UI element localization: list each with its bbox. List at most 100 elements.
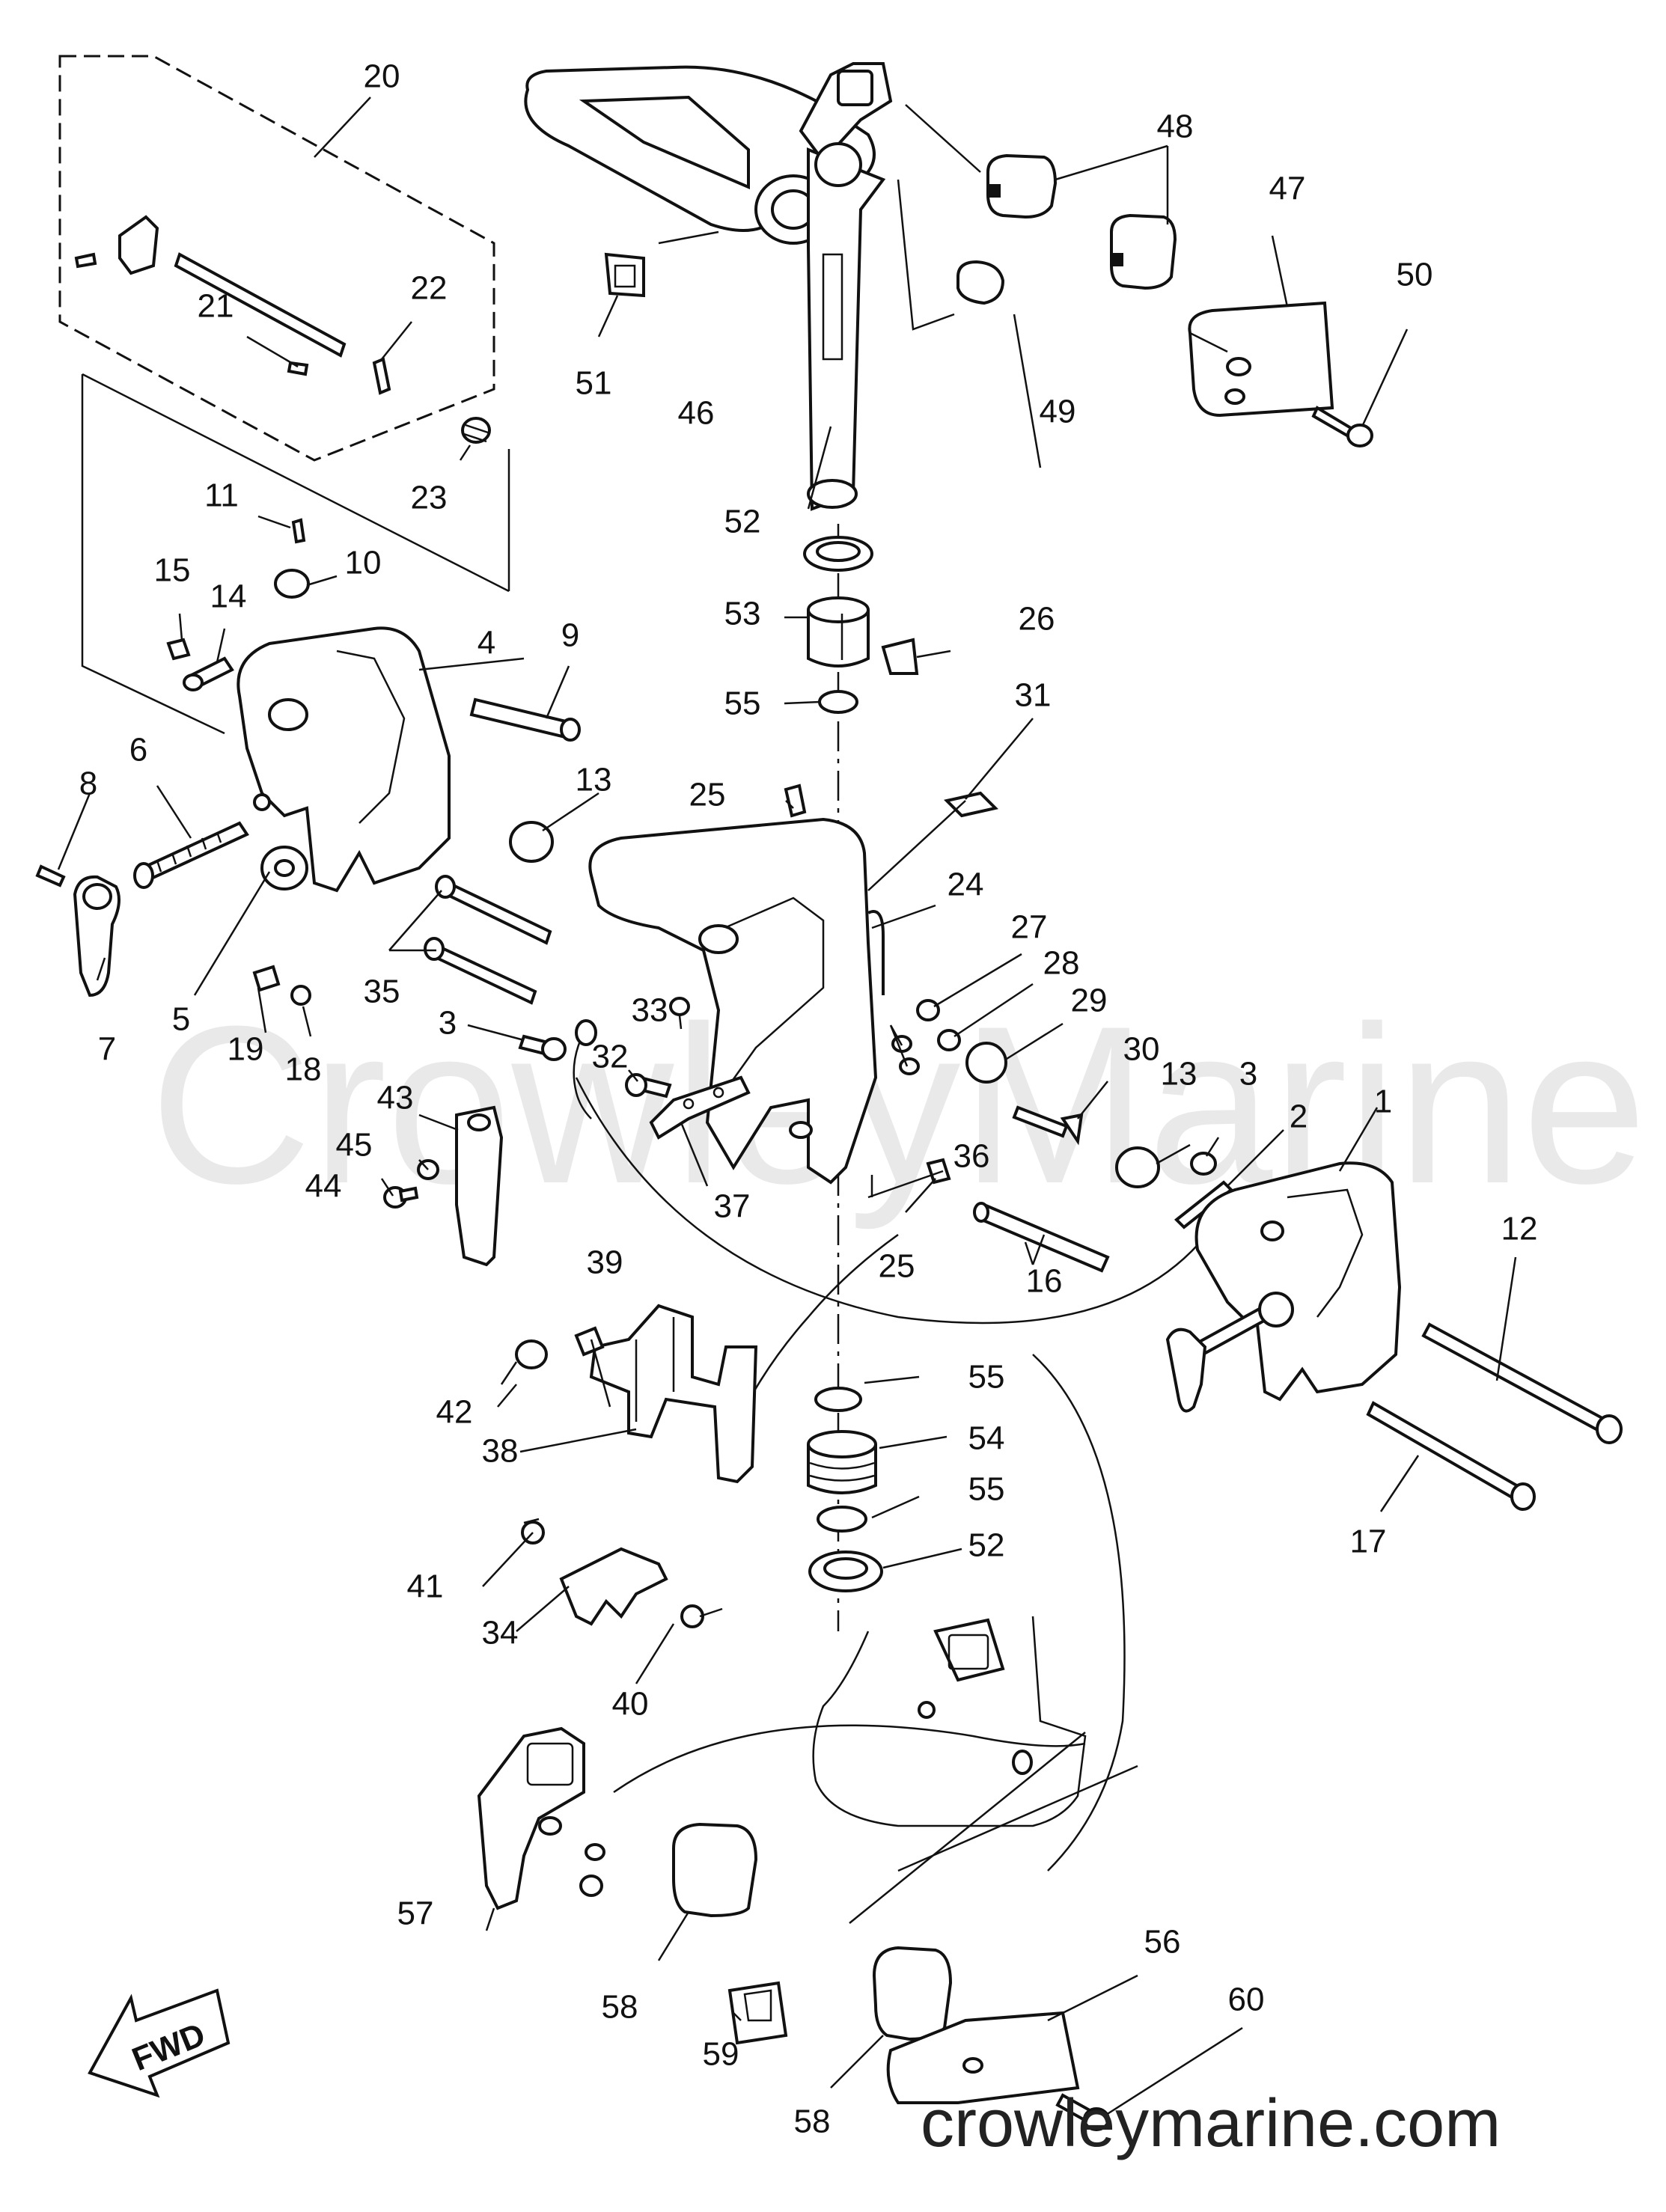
callout-49: 49 [1040, 394, 1076, 430]
callout-35: 35 [364, 974, 400, 1010]
bushing-13-b [1115, 1146, 1160, 1188]
callout-50: 50 [1397, 257, 1433, 293]
plug-49 [956, 260, 1005, 305]
callout-23: 23 [411, 480, 448, 516]
cap-48b [1110, 213, 1177, 290]
clamp-screw-6 [133, 821, 249, 889]
callout-33: 33 [632, 992, 668, 1029]
bushing-10 [274, 569, 310, 599]
callout-4: 4 [477, 625, 495, 662]
callout-53: 53 [724, 596, 761, 632]
through-bolts-35 [424, 875, 552, 1005]
o-ring-55-a [818, 690, 858, 714]
callout-47: 47 [1269, 171, 1306, 207]
callout-14: 14 [210, 578, 247, 615]
callout-16: 16 [1026, 1263, 1063, 1300]
callout-25-b: 25 [879, 1248, 915, 1285]
callout-38: 38 [482, 1433, 519, 1470]
ground-lug [575, 1019, 597, 1046]
spring-40 [680, 1604, 723, 1628]
callout-37: 37 [714, 1188, 751, 1225]
bolt-44 [383, 1186, 419, 1209]
group-outline-20 [58, 55, 495, 462]
callout-56: 56 [1144, 1924, 1181, 1961]
callout-46: 46 [678, 395, 715, 432]
steering-bracket-46 [524, 65, 886, 511]
callout-40: 40 [612, 1686, 649, 1723]
callout-55-b: 55 [968, 1359, 1005, 1396]
clamp-handle-7 [73, 875, 120, 997]
seal-52-lower [808, 1550, 883, 1592]
clamp-bracket-4 [237, 626, 451, 893]
callout-9: 9 [561, 617, 579, 654]
callout-26: 26 [1019, 601, 1055, 638]
ground-wire-path [575, 1077, 1213, 1325]
ground-wire-24 [573, 1032, 592, 1119]
cap-48a [986, 153, 1058, 219]
callout-32: 32 [592, 1039, 629, 1075]
tilt-stopper-38 [589, 1304, 758, 1484]
callout-51: 51 [576, 365, 612, 402]
callout-13-a: 13 [576, 762, 612, 798]
callout-10: 10 [345, 545, 382, 581]
seal-52-upper [803, 536, 873, 572]
callout-34: 34 [482, 1615, 519, 1652]
bracket-hose-path [1032, 1354, 1126, 1872]
callout-45: 45 [336, 1127, 373, 1164]
bushing-54 [807, 1430, 877, 1494]
pin-30 [1012, 1105, 1084, 1146]
cover-plate-56 [886, 2011, 1080, 2104]
callout-55-a: 55 [724, 685, 761, 722]
bolt-3-b [1190, 1152, 1217, 1176]
nut-15 [166, 638, 191, 661]
footer-url: crowleymarine.com [921, 2086, 1501, 2161]
callout-15: 15 [154, 552, 191, 589]
o-ring-55-c [817, 1506, 867, 1533]
callout-24: 24 [948, 867, 984, 903]
lower-housing-outline [812, 1616, 1087, 1827]
callout-2: 2 [1290, 1099, 1308, 1135]
o-ring-55-b [814, 1387, 862, 1412]
clamp-pad-5 [260, 846, 308, 890]
grommet-51 [604, 252, 645, 298]
spring-39 [574, 1326, 605, 1357]
callout-1: 1 [1374, 1084, 1392, 1120]
callout-21: 21 [198, 288, 234, 325]
callout-39: 39 [587, 1244, 623, 1281]
pin-21 [287, 361, 309, 376]
wedge-26 [881, 638, 919, 675]
callout-25-a: 25 [689, 777, 726, 813]
fwd-arrow-icon: FWD [88, 1988, 231, 2098]
bushing-53 [807, 596, 870, 667]
callout-19: 19 [228, 1031, 264, 1068]
clamp-screw-1 [1165, 1292, 1294, 1413]
bolt-32 [625, 1073, 672, 1099]
washer-33 [669, 997, 690, 1016]
nut-27 [916, 999, 940, 1021]
bolt-12 [1421, 1322, 1623, 1444]
callout-30: 30 [1123, 1031, 1160, 1068]
callout-labels: 1 2 3 3 4 5 6 7 8 9 10 11 12 13 13 14 15… [79, 58, 1538, 2140]
callout-58-b: 58 [794, 2103, 831, 2140]
bolt-3-a [518, 1034, 567, 1061]
callout-3-b: 3 [1239, 1056, 1257, 1093]
callout-11: 11 [204, 477, 239, 514]
callout-27: 27 [1011, 909, 1048, 946]
callout-22: 22 [411, 270, 448, 307]
plate-14 [183, 656, 234, 691]
washer-36-b [899, 1057, 920, 1075]
callout-7: 7 [98, 1031, 116, 1068]
callout-60: 60 [1228, 1982, 1265, 2018]
callout-59: 59 [703, 2036, 739, 2073]
callout-3-a: 3 [439, 1005, 457, 1042]
clamp-bracket-1 [1194, 1161, 1402, 1402]
washer-18 [290, 985, 311, 1006]
callout-52-b: 52 [968, 1527, 1005, 1564]
callout-57: 57 [397, 1895, 434, 1932]
nut-19 [252, 965, 281, 992]
callout-12: 12 [1501, 1211, 1538, 1247]
bushing-13-a [509, 821, 554, 863]
bolt-50 [1311, 406, 1373, 447]
